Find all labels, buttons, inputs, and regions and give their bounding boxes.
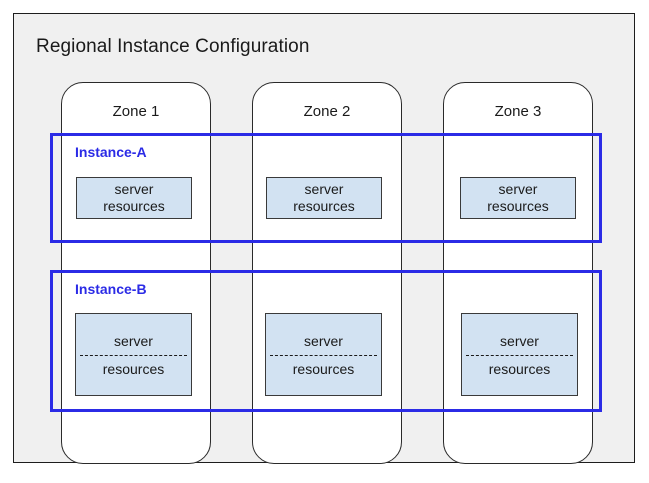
zone-column-3[interactable]: Zone 3 — [443, 82, 593, 464]
page-title: Regional Instance Configuration — [36, 36, 310, 57]
resource-line-2: resources — [488, 360, 551, 377]
zone-label-3: Zone 3 — [494, 103, 542, 120]
split-divider-icon — [80, 354, 187, 356]
zone-column-2[interactable]: Zone 2 — [252, 82, 402, 464]
zone-column-1[interactable]: Zone 1 — [61, 82, 211, 464]
resource-line-2: resources — [102, 360, 165, 377]
resource-line-1: server — [498, 181, 538, 197]
split-divider-icon — [270, 354, 377, 356]
resource-line-1: server — [304, 181, 344, 197]
split-divider-icon — [466, 354, 573, 356]
resource-line-1: server — [114, 181, 154, 197]
diagram-frame: Zone 1 Zone 2 Zone 3 server resources se… — [13, 13, 635, 464]
resource-line-2: resources — [292, 360, 355, 377]
resource-line-2: resources — [487, 198, 549, 214]
resource-line-1: server — [304, 332, 343, 349]
resource-box-instance-a-zone-2[interactable]: server resources — [266, 177, 382, 219]
resource-box-instance-b-zone-1[interactable]: server resources — [75, 313, 192, 396]
zone-label-2: Zone 2 — [303, 103, 351, 120]
resource-line-1: server — [114, 332, 153, 349]
resource-line-2: resources — [293, 198, 355, 214]
resource-box-instance-a-zone-1[interactable]: server resources — [76, 177, 192, 219]
resource-line-2: resources — [103, 198, 165, 214]
resource-box-instance-b-zone-3[interactable]: server resources — [461, 313, 578, 396]
zone-label-1: Zone 1 — [112, 103, 160, 120]
resource-box-instance-a-zone-3[interactable]: server resources — [460, 177, 576, 219]
resource-line-1: server — [500, 332, 539, 349]
resource-box-instance-b-zone-2[interactable]: server resources — [265, 313, 382, 396]
